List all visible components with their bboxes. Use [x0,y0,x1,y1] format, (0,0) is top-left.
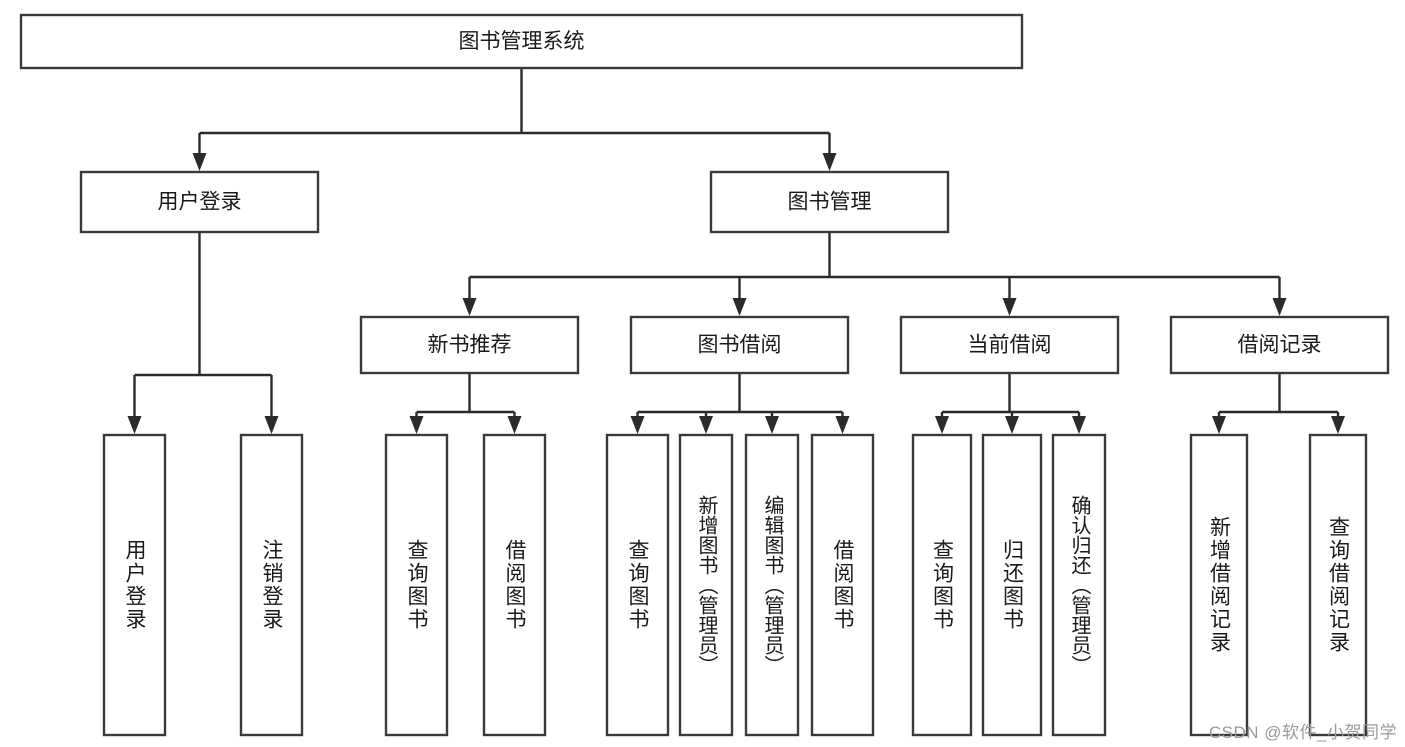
arrow-head-icon [822,153,837,171]
node-new-book-rec-label: 新书推荐 [428,334,512,357]
node-leaf-query-book-cur[interactable] [911,433,973,737]
node-leaf-query-book-bor[interactable] [605,433,670,737]
arrow-head-icon [732,298,747,316]
arrow-head-icon [127,416,142,434]
arrow-head-icon [835,416,850,434]
node-leaf-return-book[interactable] [981,433,1043,737]
node-leaf-add-book[interactable] [678,433,734,737]
arrow-head-icon [409,416,424,434]
node-new-book-rec[interactable] [359,315,580,375]
node-book-manage[interactable] [709,170,950,234]
node-leaf-borrow-book-bor[interactable] [810,433,875,737]
arrow-head-icon [935,416,949,434]
node-book-borrow[interactable] [629,315,850,375]
node-root[interactable] [19,13,1024,70]
watermark-text: CSDN @软件_小贺同学 [1208,723,1397,742]
arrow-head-icon [1212,416,1226,434]
node-leaf-confirm-return[interactable] [1051,433,1107,737]
arrow-head-icon [1005,416,1019,434]
arrow-head-icon [630,416,645,434]
arrow-head-icon [1072,416,1086,434]
node-leaf-add-record[interactable] [1189,433,1249,737]
arrow-head-icon [507,416,522,434]
node-borrow-record-label: 借阅记录 [1238,334,1322,357]
arrow-head-icon [1272,298,1287,316]
node-current-borrow-label: 当前借阅 [968,334,1052,357]
arrow-head-icon [1331,416,1345,434]
boxes-layer [19,13,1390,737]
arrow-head-icon [699,416,713,434]
node-leaf-query-record[interactable] [1308,433,1368,737]
node-user-login[interactable] [79,170,320,234]
arrow-head-icon [264,416,279,434]
node-leaf-user-logout[interactable] [239,433,304,737]
node-leaf-borrow-book-rec[interactable] [482,433,547,737]
node-borrow-record[interactable] [1169,315,1390,375]
node-leaf-query-book-rec[interactable] [384,433,449,737]
node-root-label: 图书管理系统 [459,30,585,53]
node-book-borrow-label: 图书借阅 [698,334,782,357]
arrow-head-icon [1002,298,1017,316]
connectors-layer [127,68,1345,434]
arrow-head-icon [765,416,779,434]
node-book-manage-label: 图书管理 [788,191,872,214]
node-leaf-user-login[interactable] [102,433,167,737]
arrow-head-icon [462,298,477,316]
arrow-head-icon [192,153,207,171]
node-user-login-label: 用户登录 [158,191,242,214]
node-current-borrow[interactable] [899,315,1120,375]
node-leaf-edit-book[interactable] [744,433,800,737]
